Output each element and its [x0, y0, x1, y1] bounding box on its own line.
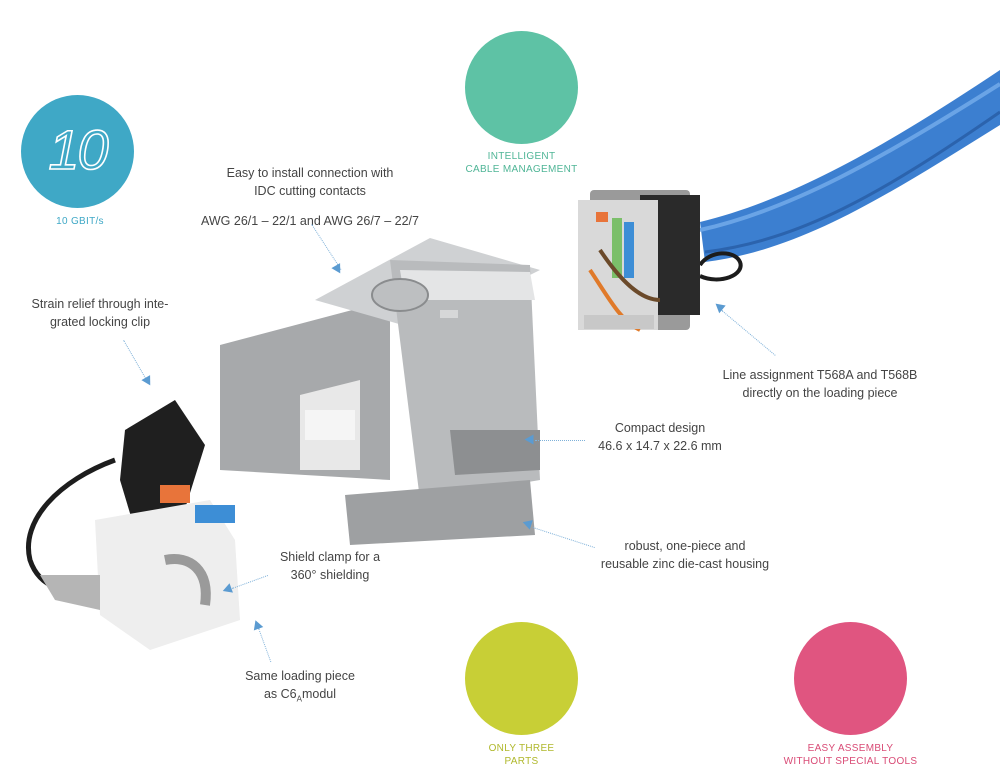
loading-piece-with-cable-image: [578, 190, 700, 332]
compact-arrow: [524, 434, 534, 445]
compact-leader-line: [535, 440, 585, 441]
speed-label: 10 GBIT/s: [56, 216, 104, 227]
assembly-circle: [794, 622, 907, 735]
ten-gigabit-icon: 10: [48, 117, 110, 182]
compact-design-annotation: Compact design 46.6 x 14.7 x 22.6 mm: [598, 421, 722, 453]
loading-piece-annotation: Same loading piece as C6Amodul: [245, 669, 355, 704]
strain-relief-annotation: Strain relief through inte- grated locki…: [31, 297, 169, 329]
cable-management-label: INTELLIGENT CABLE MANAGEMENT: [465, 151, 578, 175]
cable-management-circle: [465, 31, 578, 144]
three-parts-circle: [465, 622, 578, 735]
housing-annotation: robust, one-piece and reusable zinc die-…: [600, 539, 770, 571]
speed-circle: 10: [21, 95, 134, 208]
network-cable-image: [698, 70, 1000, 282]
shield-clamp-annotation: Shield clamp for a 360° shielding: [279, 550, 381, 582]
assembly-label: EASY ASSEMBLY WITHOUT SPECIAL TOOLS: [783, 743, 918, 767]
three-parts-label: ONLY THREE PARTS: [488, 743, 555, 767]
locking-clip-image: [26, 400, 240, 650]
zinc-housing-image: [220, 238, 540, 545]
idc-annotation: Easy to install connection with IDC cutt…: [201, 166, 419, 228]
line-assignment-annotation: Line assignment T568A and T568B directly…: [722, 368, 918, 400]
